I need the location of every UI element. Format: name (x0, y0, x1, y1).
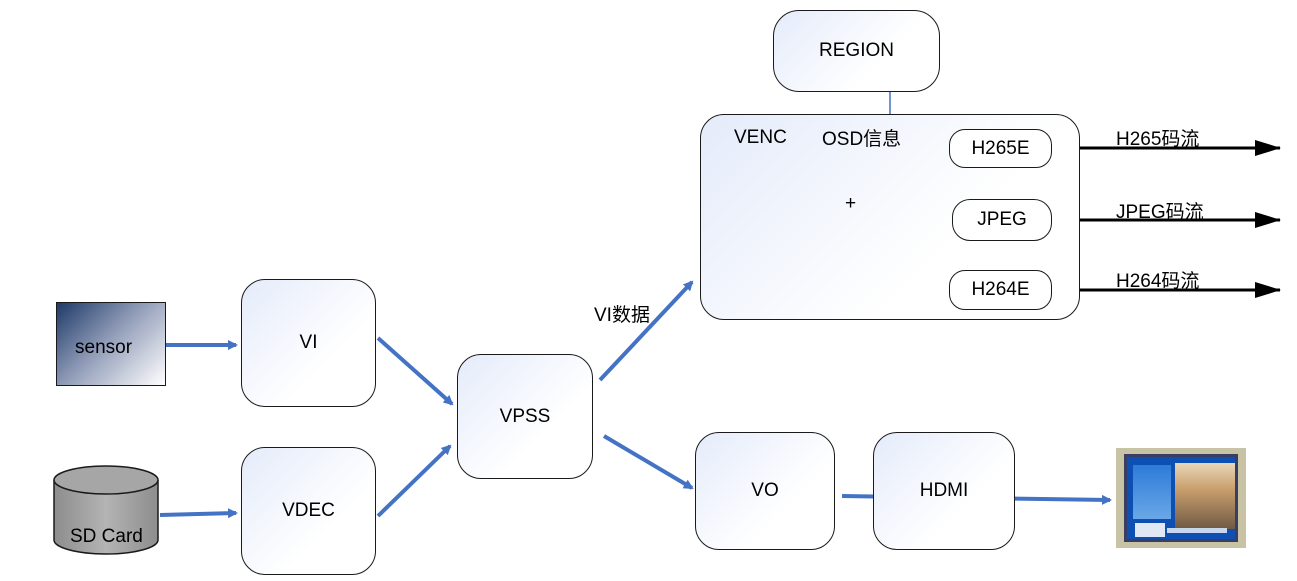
sd-card-node: SD Card (52, 462, 160, 558)
hdmi-node: HDMI (873, 432, 1015, 550)
arrow-vpss-to-venc (598, 280, 694, 382)
vi-node: VI (241, 279, 376, 407)
arrow-vpss-to-vo (602, 434, 694, 490)
hdmi-label: HDMI (919, 480, 969, 501)
plus-sign: + (845, 193, 857, 214)
arrow-sdcard-to-vdec (159, 508, 238, 519)
monitor-screen (1124, 454, 1238, 542)
jpeg-stream-label: JPEG码流 (1116, 202, 1204, 223)
jpeg-node: JPEG (952, 199, 1052, 241)
h265-stream-label: H265码流 (1116, 129, 1200, 150)
region-node: REGION (773, 10, 940, 92)
monitor-icon (1116, 448, 1246, 548)
sensor-label: sensor (75, 337, 133, 358)
arrow-vi-to-vpss (376, 336, 454, 406)
vo-label: VO (751, 480, 779, 501)
sensor-node: sensor (56, 302, 166, 386)
h264e-node: H264E (949, 270, 1052, 310)
h265e-node: H265E (949, 129, 1052, 168)
screen-panel-left (1133, 465, 1171, 519)
region-label: REGION (819, 40, 894, 61)
vi-label: VI (299, 332, 318, 353)
screen-bar (1167, 528, 1227, 533)
vdec-node: VDEC (241, 447, 376, 575)
vo-node: VO (695, 432, 835, 550)
screen-panel-photo (1175, 463, 1235, 529)
osd-info-label: OSD信息 (822, 129, 902, 150)
sd-card-cylinder-icon (53, 465, 159, 555)
screen-panel-small (1135, 523, 1165, 537)
vi-data-label: VI数据 (594, 305, 650, 326)
jpeg-label: JPEG (977, 209, 1027, 230)
sd-card-label: SD Card (70, 526, 143, 547)
vpss-node: VPSS (457, 354, 593, 479)
h264e-label: H264E (971, 279, 1030, 300)
arrow-vdec-to-vpss (376, 444, 452, 518)
vpss-label: VPSS (499, 405, 551, 427)
vdec-label: VDEC (282, 500, 335, 521)
h265e-label: H265E (971, 137, 1030, 159)
venc-label: VENC (734, 127, 787, 148)
h264-stream-label: H264码流 (1116, 271, 1200, 292)
